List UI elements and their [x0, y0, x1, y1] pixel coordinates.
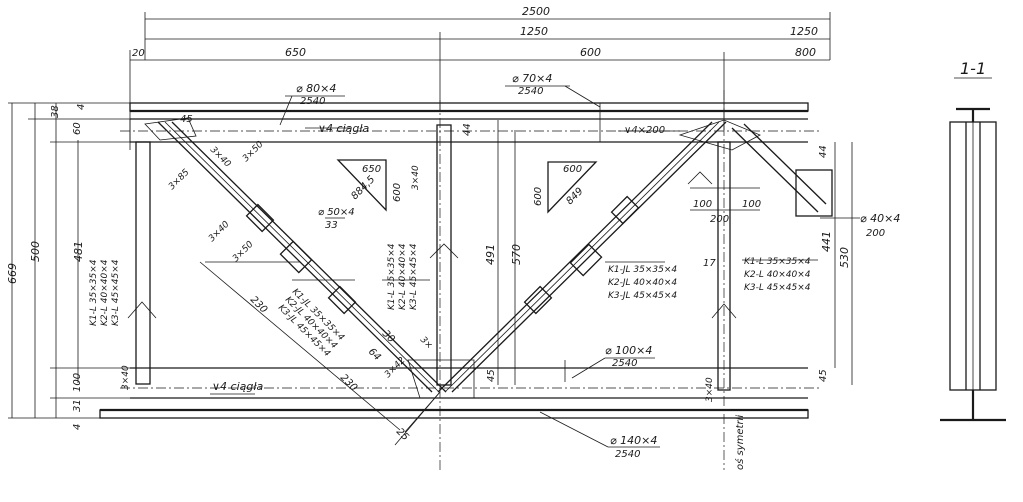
dim-230-a: 230 [248, 294, 269, 315]
profiles-right-post: K1-L 35×35×4 K2-L 40×40×4 K3-L 45×45×4 [744, 257, 811, 293]
profiles-diag-left: K1-JL 35×35×4 K2-JL 40×40×4 K3-JL 45×45×… [276, 287, 346, 359]
right-post [717, 141, 731, 391]
right-gusset-brace [678, 119, 833, 217]
dim-17: 17 [703, 258, 716, 269]
symmetry-axis-label: oś symetrii [734, 415, 746, 470]
dim-v-4-top: 4 [76, 104, 87, 110]
profiles-diag-right: K1-JL 35×35×4 K2-JL 40×40×4 K3-JL 45×45×… [608, 265, 677, 301]
dim-v-4-bot: 4 [72, 424, 83, 430]
profiles-mid-post: K1-L 35×35×4 K2-L 40×40×4 K3-L 45×45×4 [387, 243, 419, 310]
top-chord-right-label: ⌀ 70×4 [512, 72, 552, 85]
right-plate-len: 200 [866, 228, 885, 239]
dim-right-44: 44 [818, 145, 829, 158]
section-1-1 [940, 77, 1006, 422]
dim-64: 64 [366, 346, 383, 363]
diag-plate-label: ⌀ 50×4 [318, 207, 355, 218]
profile-diag-right-3: K3-JL 45×45×4 [608, 291, 677, 301]
slope-triangle-left [336, 159, 387, 212]
tri2-849: 849 [564, 186, 585, 207]
weld-3x40-b: 3×40 [207, 219, 232, 244]
top-chord-left-label: ⌀ 80×4 [296, 82, 336, 95]
dim-100-b: 100 [742, 199, 761, 210]
weld-3x40-e: 3×40 [705, 377, 715, 402]
dim-half-right: 1250 [790, 25, 818, 38]
profile-right-post-1: K1-L 35×35×4 [744, 257, 811, 267]
profile-left-post-2: K2-L 40×40×4 [100, 259, 110, 326]
top-chord-right-len: 2540 [518, 86, 543, 97]
left-post [135, 141, 151, 385]
gusset-plates [144, 117, 475, 446]
profile-left-post-1: K1-L 35×35×4 [89, 259, 99, 326]
bottom-chord-mid-label: ⌀ 100×4 [605, 344, 652, 357]
dim-right-530: 530 [838, 247, 851, 268]
weld-symbols [127, 171, 737, 319]
bottom-chord-low-label: ⌀ 140×4 [610, 434, 657, 447]
slope-triangle-right [547, 161, 598, 214]
left-dimension-lines [8, 102, 135, 419]
dim-half-left: 1250 [520, 25, 548, 38]
dim-mid-44: 44 [462, 123, 473, 136]
dim-mid-570: 570 [510, 244, 523, 265]
top-weld-label: ∨4 ciągła [318, 122, 370, 135]
weld-3x40-a: 3×40 [208, 145, 233, 170]
dim-left-481: 481 [72, 241, 85, 262]
bottom-chord-mid-len: 2540 [612, 358, 637, 369]
weld-3x40-c: 3×40 [411, 165, 421, 190]
profile-left-post-3: K3-L 45×45×4 [111, 259, 121, 326]
tri1-8845: 884,5 [349, 174, 377, 202]
dim-seg-800: 800 [795, 46, 816, 59]
section-mark: 1-1 [960, 59, 986, 78]
dim-left-total: 669 [6, 263, 19, 284]
dim-45: 45 [180, 114, 193, 125]
dim-100-a: 100 [693, 199, 712, 210]
dim-mid-491: 491 [484, 244, 497, 265]
dim-seg-650: 650 [285, 46, 306, 59]
dim-right-441: 441 [820, 231, 833, 252]
dim-seg-20: 20 [132, 48, 145, 59]
top-dimension-lines [129, 12, 831, 150]
dim-right-45: 45 [818, 369, 829, 382]
dim-seg-600: 600 [580, 46, 601, 59]
tri1-600: 600 [392, 183, 403, 202]
top-chord [129, 102, 809, 143]
dim-left-500: 500 [29, 241, 42, 262]
dim-v-31: 31 [72, 399, 83, 412]
right-plate-label: ⌀ 40×4 [860, 212, 900, 225]
tri2-600b: 600 [533, 187, 544, 206]
bottom-weld-label: ∨4 ciągła [212, 380, 264, 393]
bottom-chord-low-len: 2540 [615, 449, 640, 460]
center-lines [120, 90, 820, 470]
middle-post [436, 124, 452, 386]
weld-3x50-b: 3×50 [231, 239, 256, 264]
profile-diag-right-1: K1-JL 35×35×4 [608, 265, 677, 275]
dim-200: 200 [710, 214, 729, 225]
weld-3x50-a: 3×50 [241, 139, 266, 164]
dim-mid-45: 45 [486, 369, 497, 382]
profile-right-post-3: K3-L 45×45×4 [744, 283, 811, 293]
left-diagonal [157, 121, 447, 393]
profile-mid-post-3: K3-L 45×45×4 [409, 243, 419, 310]
dim-230-b: 230 [338, 372, 359, 393]
weld-3x40-d: 3×40 [121, 365, 131, 390]
right-weld-label: ∨4×200 [624, 125, 665, 136]
top-chord-left-len: 2540 [300, 96, 325, 107]
dim-v-100: 100 [72, 373, 83, 392]
dim-overall: 2500 [522, 5, 550, 18]
diag-plate-len: 33 [325, 220, 338, 231]
profiles-left-post: K1-L 35×35×4 K2-L 40×40×4 K3-L 45×45×4 [89, 259, 121, 326]
profile-right-post-2: K2-L 40×40×4 [744, 270, 811, 280]
weld-3x: 3× [418, 335, 434, 351]
weld-3x85: 3×85 [167, 167, 192, 192]
profile-mid-post-2: K2-L 40×40×4 [398, 243, 408, 310]
leader-lines [199, 85, 860, 448]
dim-v-60: 60 [72, 122, 83, 135]
tri1-650: 650 [362, 164, 381, 175]
profile-diag-right-2: K2-JL 40×40×4 [608, 278, 677, 288]
profile-mid-post-1: K1-L 35×35×4 [387, 243, 397, 310]
dim-v-38: 38 [50, 105, 61, 118]
tri2-600a: 600 [563, 164, 582, 175]
